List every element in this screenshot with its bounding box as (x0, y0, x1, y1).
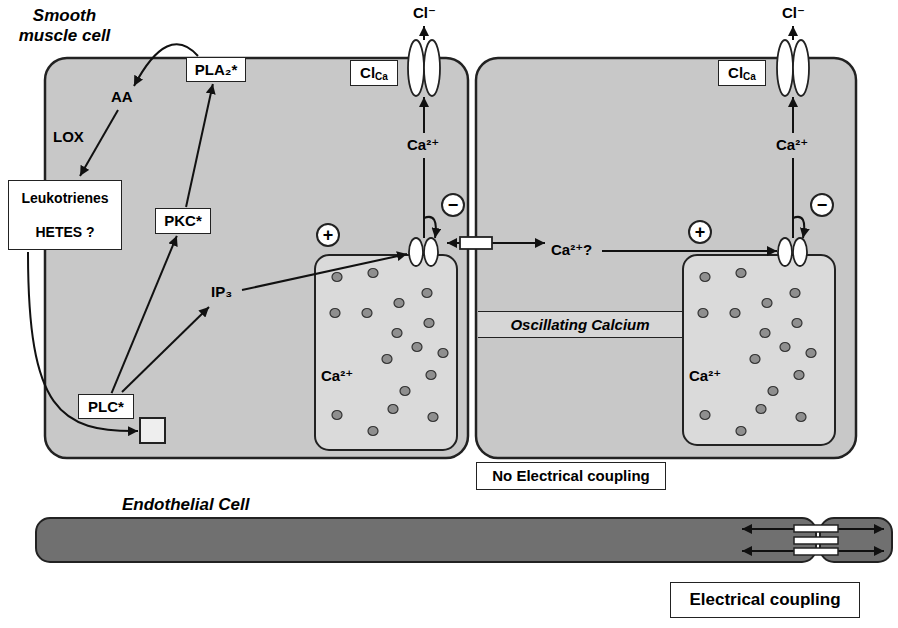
smooth-muscle-cell: Smooth muscle cellClCaPLA₂*PKC*+−Ca²⁺PLC… (45, 58, 468, 458)
node-text: − (817, 196, 828, 214)
illustration-part (423, 26, 425, 40)
er-store: Ca²⁺ (683, 255, 835, 445)
shape-heading: Endothelial Cell (122, 495, 250, 515)
inhibition-sign: − (441, 193, 465, 217)
receptor-symbol (140, 418, 165, 443)
illustration-part (80, 110, 118, 176)
endothelial-layer (36, 518, 892, 562)
enzyme-box: PKC* (155, 208, 211, 234)
pathway-label: Ca²⁺ (406, 136, 440, 154)
label-anchor: Ca²⁺ (406, 136, 440, 154)
pathway-label: Ca²⁺ (775, 136, 809, 154)
illustration-part (793, 217, 804, 238)
calcium-granules (330, 269, 448, 436)
illustration-part (424, 40, 440, 96)
pathway-arrows (28, 26, 804, 431)
illustration-part (793, 238, 807, 266)
illustration-part (793, 40, 809, 96)
er-store-outline (683, 255, 835, 445)
pathway-label: LOX (52, 128, 85, 146)
illustration-part (778, 238, 792, 266)
activation-sign: + (316, 223, 340, 247)
er-store: Ca²⁺ (315, 255, 457, 450)
coupling-box: Electrical coupling (670, 582, 860, 618)
channel-label-box: ClCa (718, 60, 766, 86)
gap-junction (460, 237, 492, 249)
node-text: Electrical coupling (689, 590, 840, 610)
shape-heading: Smooth muscle cell (12, 6, 117, 47)
illustration-part (423, 97, 425, 133)
node-text: + (323, 226, 334, 244)
node-text: PLA₂* (195, 61, 238, 79)
illustration-part (424, 238, 438, 266)
label-anchor: AA (110, 88, 134, 106)
label-anchor: Ca²⁺? (550, 241, 593, 259)
node-text: Oscillating Calcium (510, 316, 649, 334)
smooth-muscle-cell-outline (45, 58, 468, 458)
illustration-part (792, 26, 794, 40)
node-text: Ca (375, 71, 388, 83)
node-text: Ca (743, 71, 756, 83)
channel-label-box: ClCa (350, 60, 398, 86)
label-anchor: LOX (52, 128, 85, 146)
shape-heading: Ca²⁺ (321, 367, 353, 385)
illustration-part (794, 537, 838, 544)
illustration-part (792, 97, 794, 133)
coupling-box: No Electrical coupling (476, 462, 666, 490)
illustration-part (36, 518, 816, 562)
cell-bodies (45, 58, 856, 458)
signal-arrow (112, 236, 177, 393)
illustration-part (602, 250, 777, 252)
node-text: Leukotrienes (21, 190, 108, 207)
node-text: Cl (728, 64, 743, 82)
illustration-part (242, 254, 407, 290)
pathway-label: Cl⁻ (781, 4, 806, 22)
node-text: No Electrical coupling (492, 467, 650, 485)
node-text: Cl (360, 64, 375, 82)
er-store-outline (315, 255, 457, 450)
illustration-part (28, 252, 138, 431)
label-anchor: Ca²⁺ (775, 136, 809, 154)
illustration-part (424, 217, 436, 238)
pathway-label: AA (110, 88, 134, 106)
illustration-part (777, 40, 793, 96)
pathway-label: IP₃ (210, 283, 233, 301)
node-text: + (695, 223, 706, 241)
illustration-part (792, 158, 794, 238)
label-anchor: IP₃ (210, 283, 233, 301)
inhibition-sign: − (810, 193, 834, 217)
node-text: HETES ? (35, 224, 94, 241)
signal-arrow (186, 84, 213, 207)
activation-sign: + (688, 220, 712, 244)
pathway-label: Ca²⁺? (550, 241, 593, 259)
label-anchor: Cl⁻ (781, 4, 806, 22)
illustration-part (794, 548, 838, 555)
endothelial-cell: Endothelial Cell (36, 518, 816, 562)
mediator-box: LeukotrienesHETES ? (8, 180, 122, 250)
shape-heading: Ca²⁺ (689, 367, 721, 385)
calcium-granules (698, 269, 816, 436)
label-anchor: Cl⁻ (412, 4, 437, 22)
smooth-muscle-cell-outline (476, 58, 856, 458)
enzyme-box: PLA₂* (186, 57, 246, 82)
node-text: PLC* (88, 398, 124, 416)
illustration-part (409, 238, 423, 266)
illustration-part (122, 307, 209, 392)
node-text: PKC* (164, 212, 202, 230)
oscillation-band: Oscillating Calcium (478, 311, 682, 338)
node-text: − (448, 196, 459, 214)
illustration-part (794, 525, 838, 532)
illustration-part (408, 40, 424, 96)
pathway-label: Cl⁻ (412, 4, 437, 22)
illustration-part (423, 158, 425, 238)
ion-channels (408, 40, 809, 266)
enzyme-box: PLC* (78, 394, 134, 419)
